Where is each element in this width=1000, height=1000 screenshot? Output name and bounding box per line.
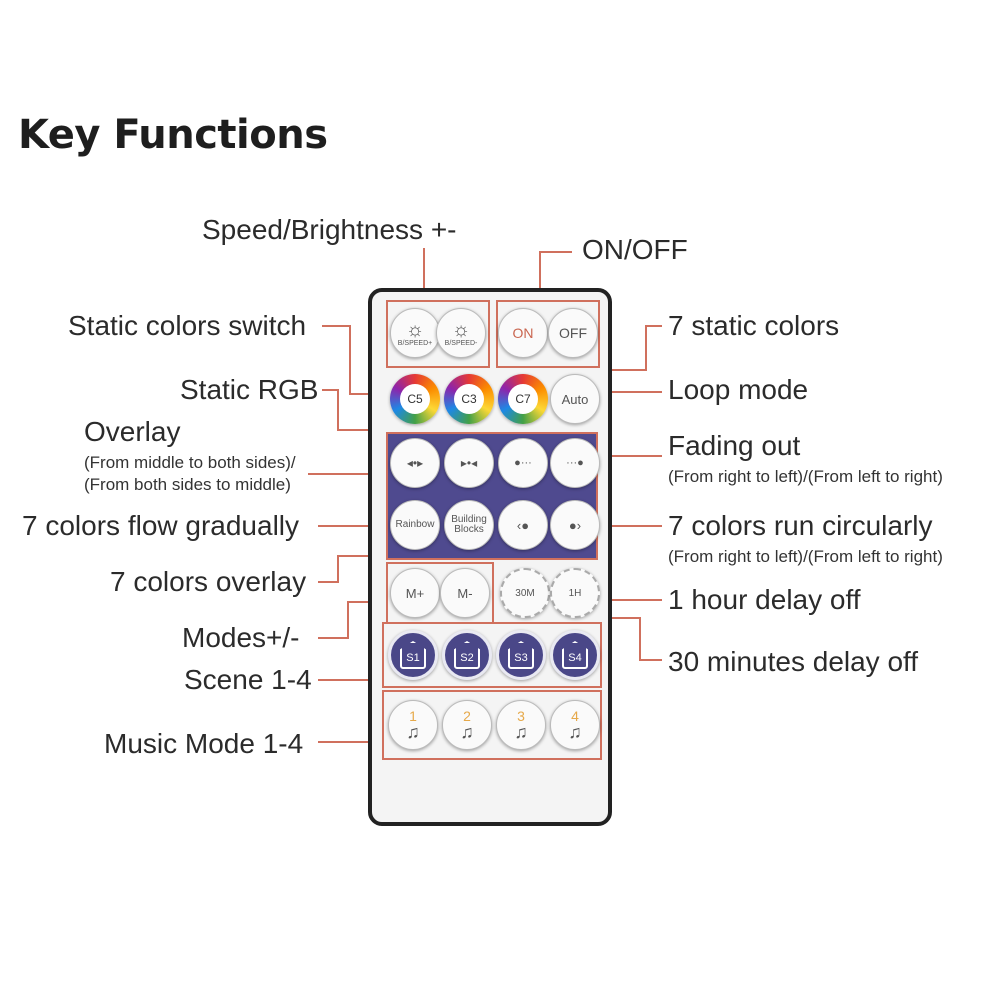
box-scenes	[382, 622, 602, 688]
box-on-off	[496, 300, 600, 368]
on-button[interactable]: ON	[498, 308, 548, 358]
music-3-number: 3	[517, 708, 525, 724]
timer-1h-button[interactable]: 1H	[550, 568, 600, 618]
mode-minus-button[interactable]: M-	[440, 568, 490, 618]
label-modes: Modes+/-	[182, 622, 300, 653]
music-1-number: 1	[409, 708, 417, 724]
house-icon: S2	[454, 641, 480, 669]
label-seven-static-colors: 7 static colors	[668, 310, 840, 341]
music-4-button[interactable]: 4 ♫	[550, 700, 600, 750]
label-speed-brightness: Speed/Brightness +-	[202, 214, 457, 245]
house-icon: S4	[562, 641, 588, 669]
fade-ltr-button[interactable]: ···●	[550, 438, 600, 488]
rainbow-button[interactable]: Rainbow	[390, 500, 440, 550]
c3-label: C3	[454, 384, 484, 414]
auto-button[interactable]: Auto	[550, 374, 600, 424]
label-overlay: Overlay	[84, 416, 181, 447]
label-hour-delay: 1 hour delay off	[668, 584, 861, 615]
fade-rtl-button[interactable]: ●···	[498, 438, 548, 488]
label-run-circularly: 7 colors run circularly	[668, 510, 933, 541]
label-flow-gradually: 7 colors flow gradually	[22, 510, 300, 541]
label-minutes-delay: 30 minutes delay off	[668, 646, 919, 677]
label-loop-mode: Loop mode	[668, 374, 809, 405]
c5-label: C5	[400, 384, 430, 414]
brightness-up-button[interactable]: ☼B/SPEED+	[390, 308, 440, 358]
music-note-icon: ♫	[460, 722, 474, 742]
label-overlay-sub1: (From middle to both sides)/	[84, 453, 296, 472]
music-4-number: 4	[571, 708, 579, 724]
house-icon: S1	[400, 641, 426, 669]
label-scene: Scene 1-4	[184, 664, 312, 695]
label-static-colors-switch: Static colors switch	[68, 310, 307, 341]
run-rtl-button[interactable]: ‹●	[498, 500, 548, 550]
timer-30m-button[interactable]: 30M	[500, 568, 550, 618]
music-note-icon: ♫	[568, 722, 582, 742]
scene-3-button[interactable]: S3	[496, 630, 546, 680]
label-colors-overlay: 7 colors overlay	[110, 566, 307, 597]
music-note-icon: ♫	[514, 722, 528, 742]
callout-on-off	[539, 251, 572, 300]
label-music-mode: Music Mode 1-4	[104, 728, 304, 759]
sun-icon: ☼	[451, 318, 471, 341]
music-3-button[interactable]: 3 ♫	[496, 700, 546, 750]
label-run-circularly-sub: (From right to left)/(From left to right…	[668, 547, 943, 566]
label-fading-out-sub: (From right to left)/(From left to right…	[668, 467, 943, 486]
run-ltr-button[interactable]: ●›	[550, 500, 600, 550]
box-modes	[386, 432, 598, 560]
box-brightness	[386, 300, 490, 368]
music-2-number: 2	[463, 708, 471, 724]
box-music	[382, 690, 602, 760]
house-icon: S3	[508, 641, 534, 669]
music-1-button[interactable]: 1 ♫	[388, 700, 438, 750]
c7-label: C7	[508, 384, 538, 414]
off-button[interactable]: OFF	[548, 308, 598, 358]
remote-control: ☼B/SPEED+ ☼B/SPEED- ON OFF C5 C3 C7 Auto…	[368, 288, 612, 826]
color-c3-button[interactable]: C3	[444, 374, 494, 424]
music-note-icon: ♫	[406, 722, 420, 742]
scene-2-button[interactable]: S2	[442, 630, 492, 680]
brightness-down-button[interactable]: ☼B/SPEED-	[436, 308, 486, 358]
sun-icon: ☼	[405, 318, 425, 341]
music-2-button[interactable]: 2 ♫	[442, 700, 492, 750]
label-overlay-sub2: (From both sides to middle)	[84, 475, 291, 494]
label-on-off: ON/OFF	[582, 234, 688, 265]
page-title: Key Functions	[18, 112, 328, 158]
brightness-down-label: B/SPEED-	[444, 339, 478, 347]
color-c7-button[interactable]: C7	[498, 374, 548, 424]
scene-1-button[interactable]: S1	[388, 630, 438, 680]
label-fading-out: Fading out	[668, 430, 801, 461]
callout-modes	[318, 601, 384, 639]
scene-4-button[interactable]: S4	[550, 630, 600, 680]
label-static-rgb: Static RGB	[180, 374, 319, 405]
overlay-out-button[interactable]: ◂•▸	[390, 438, 440, 488]
color-c5-button[interactable]: C5	[390, 374, 440, 424]
brightness-up-label: B/SPEED+	[397, 339, 433, 347]
building-blocks-button[interactable]: Building Blocks	[444, 500, 494, 550]
overlay-in-button[interactable]: ▸•◂	[444, 438, 494, 488]
mode-plus-button[interactable]: M+	[390, 568, 440, 618]
